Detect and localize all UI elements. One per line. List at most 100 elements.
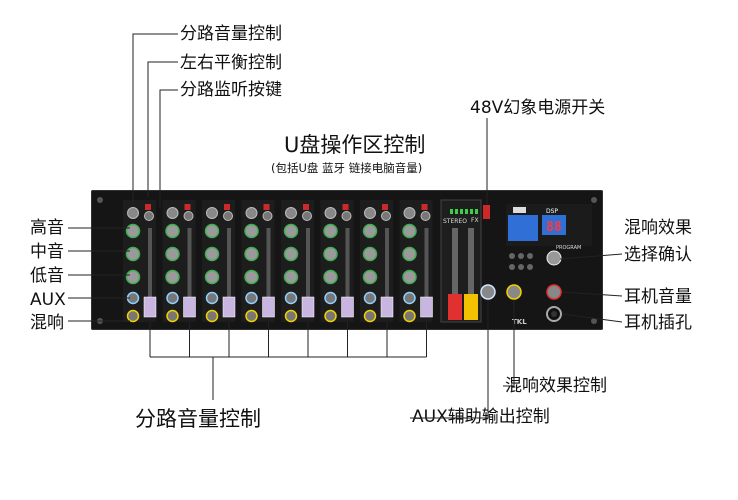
reverb-send-knob[interactable] — [284, 309, 298, 323]
usb-button[interactable] — [527, 253, 533, 259]
label-mid: 中音 — [30, 242, 64, 262]
channel-balance-knob[interactable] — [262, 211, 273, 221]
channel-fader[interactable] — [380, 296, 394, 318]
channel-fader[interactable] — [420, 296, 433, 318]
master-fader-stereo[interactable] — [448, 294, 462, 320]
channel-gain-knob[interactable] — [206, 207, 218, 219]
channel-fader[interactable] — [262, 296, 275, 318]
channel-fader[interactable] — [143, 296, 157, 318]
eq-mid-knob[interactable] — [244, 246, 259, 262]
eq-bass-knob[interactable] — [244, 269, 259, 285]
eq-bass-knob[interactable] — [125, 269, 141, 285]
reverb-send-knob[interactable] — [245, 309, 258, 323]
eq-treble-knob[interactable] — [362, 223, 378, 239]
eq-mid-knob[interactable] — [125, 246, 141, 262]
channel-balance-knob[interactable] — [420, 211, 431, 221]
eq-treble-knob[interactable] — [165, 223, 180, 239]
eq-treble-knob[interactable] — [125, 223, 141, 239]
channel-gain-knob[interactable] — [245, 207, 258, 219]
eq-mid-knob[interactable] — [402, 246, 417, 262]
leader-channel-volume-top — [132, 33, 178, 205]
leader-monitor-key — [159, 89, 178, 207]
usb-port[interactable] — [513, 207, 526, 213]
usb-button[interactable] — [527, 264, 533, 270]
reverb-send-knob[interactable] — [324, 309, 337, 323]
eq-bass-knob[interactable] — [323, 269, 338, 285]
label-phantom-power: 48V幻象电源开关 — [470, 98, 606, 118]
aux-send-knob[interactable] — [245, 291, 258, 305]
aux-send-knob[interactable] — [166, 291, 179, 305]
channel-fader[interactable] — [341, 296, 354, 318]
reverb-select-knob[interactable] — [546, 250, 562, 266]
eq-mid-knob[interactable] — [362, 246, 378, 262]
channel-balance-knob[interactable] — [381, 211, 391, 221]
channel-gain-knob[interactable] — [403, 207, 416, 219]
leader-balance — [147, 61, 178, 197]
eq-treble-knob[interactable] — [402, 223, 417, 239]
screw-hole — [591, 318, 597, 324]
channel-fader-track — [227, 228, 231, 316]
channel-fader-track — [148, 228, 152, 316]
aux-send-knob[interactable] — [403, 291, 416, 305]
channel-balance-knob[interactable] — [183, 211, 194, 221]
channel-gain-knob[interactable] — [127, 207, 139, 219]
usb-button[interactable] — [509, 264, 515, 270]
usb-button[interactable] — [509, 253, 515, 259]
eq-mid-knob[interactable] — [323, 246, 338, 262]
channel-balance-knob[interactable] — [223, 211, 233, 221]
eq-mid-knob[interactable] — [165, 246, 180, 262]
channel-fader[interactable] — [222, 296, 236, 318]
channel-fader[interactable] — [183, 296, 196, 318]
eq-bass-knob[interactable] — [283, 269, 299, 285]
eq-bass-knob[interactable] — [362, 269, 378, 285]
channel-fader[interactable] — [301, 296, 315, 318]
brand-logo: TKL — [512, 318, 527, 326]
reverb-send-knob[interactable] — [126, 309, 140, 323]
aux-send-knob[interactable] — [205, 291, 219, 305]
channel-monitor-key[interactable] — [382, 204, 388, 210]
channel-balance-knob[interactable] — [341, 211, 352, 221]
eq-treble-knob[interactable] — [283, 223, 299, 239]
eq-mid-knob[interactable] — [204, 246, 220, 262]
channel-monitor-key[interactable] — [145, 204, 151, 210]
aux-output-knob[interactable] — [480, 284, 496, 300]
eq-bass-knob[interactable] — [204, 269, 220, 285]
master-fader-fx[interactable] — [464, 294, 478, 320]
eq-treble-knob[interactable] — [323, 223, 338, 239]
eq-treble-knob[interactable] — [244, 223, 259, 239]
leader-aux-output — [410, 300, 489, 419]
channel-gain-knob[interactable] — [285, 207, 297, 219]
phantom-power-switch[interactable] — [483, 205, 490, 219]
eq-treble-knob[interactable] — [204, 223, 220, 239]
channel-monitor-key[interactable] — [263, 204, 270, 210]
eq-bass-knob[interactable] — [165, 269, 180, 285]
meter-led — [460, 209, 463, 214]
channel-monitor-key[interactable] — [421, 204, 428, 210]
channel-gain-knob[interactable] — [324, 207, 337, 219]
reverb-send-knob[interactable] — [205, 309, 219, 323]
usb-button[interactable] — [518, 264, 524, 270]
channel-gain-knob[interactable] — [166, 207, 179, 219]
eq-mid-knob[interactable] — [283, 246, 299, 262]
channel-balance-knob[interactable] — [302, 211, 312, 221]
aux-send-knob[interactable] — [324, 291, 337, 305]
channel-monitor-key[interactable] — [303, 204, 309, 210]
channel-monitor-key[interactable] — [342, 204, 349, 210]
reverb-send-knob[interactable] — [166, 309, 179, 323]
reverb-send-knob[interactable] — [403, 309, 416, 323]
channel-monitor-key[interactable] — [184, 204, 191, 210]
channel-gain-knob[interactable] — [364, 207, 376, 219]
eq-bass-knob[interactable] — [402, 269, 417, 285]
meter-led — [470, 209, 473, 214]
meter-led — [465, 209, 468, 214]
channel-balance-knob[interactable] — [144, 211, 154, 221]
reverb-effect-knob[interactable] — [506, 284, 522, 300]
aux-send-knob[interactable] — [363, 291, 377, 305]
usb-button[interactable] — [518, 253, 524, 259]
aux-send-knob[interactable] — [284, 291, 298, 305]
headphone-volume-knob[interactable] — [546, 284, 562, 300]
channel-monitor-key[interactable] — [224, 204, 230, 210]
channel-fader-track — [385, 228, 389, 316]
reverb-send-knob[interactable] — [363, 309, 377, 323]
